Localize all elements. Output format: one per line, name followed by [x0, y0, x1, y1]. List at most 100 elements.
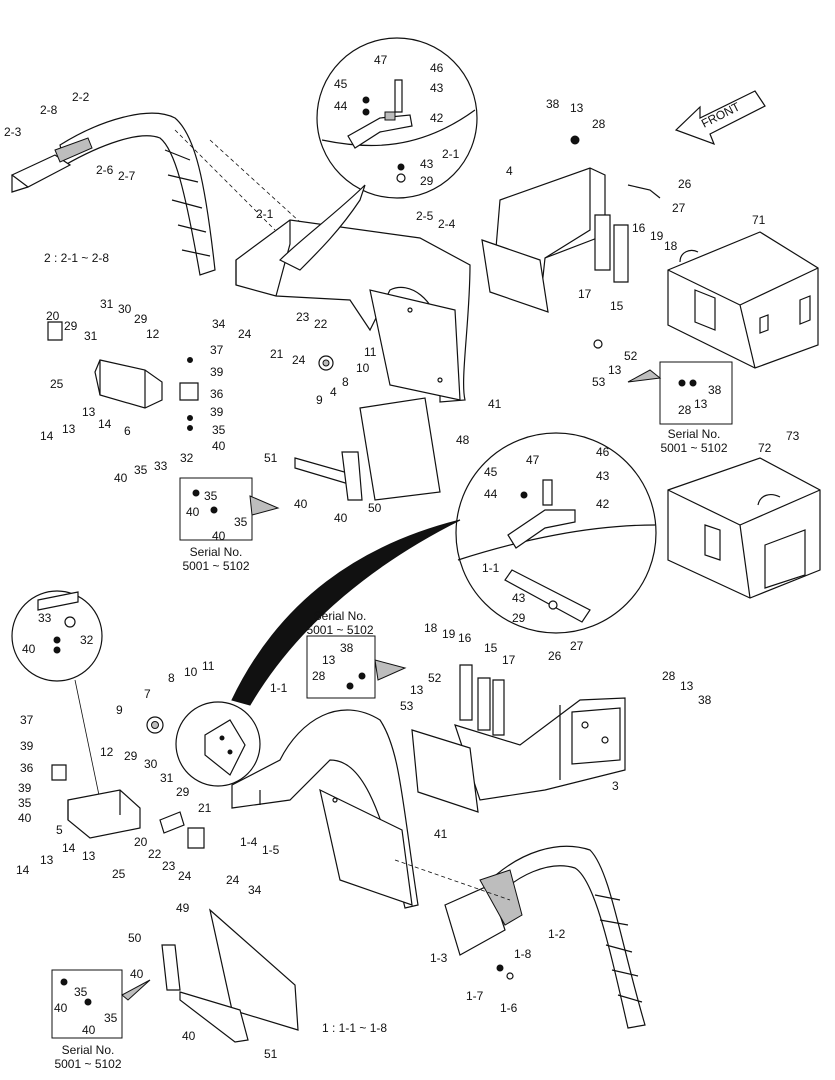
part-number-l-41: 41 — [434, 827, 448, 841]
part-number-s1-35b: 35 — [234, 515, 248, 529]
part-number-u-40d: 40 — [334, 511, 348, 525]
part-number-u-12: 12 — [146, 327, 160, 341]
part-number-l-27: 27 — [570, 639, 584, 653]
part-number-l-30: 30 — [144, 757, 158, 771]
detail-circle-middle — [455, 432, 657, 634]
serial-label-ul-1: Serial No. — [190, 545, 243, 559]
part-number-u-29b: 29 — [134, 312, 148, 326]
upper-tank-bracket — [481, 135, 661, 349]
part-number-l-1-2: 1-2 — [548, 927, 566, 941]
part-number-u-2-5: 2-5 — [416, 209, 434, 223]
detail-circle-top — [278, 37, 478, 271]
part-number-u-40a: 40 — [212, 439, 226, 453]
part-number-l-12: 12 — [100, 745, 114, 759]
part-number-l-7: 7 — [144, 687, 151, 701]
part-number-u-39a: 39 — [210, 365, 224, 379]
part-number-u-2-1b: 2-1 — [442, 147, 460, 161]
part-number-u-15: 15 — [610, 299, 624, 313]
part-number-s2-13: 13 — [322, 653, 336, 667]
serial-box-lower-left: Serial No. 5001 ~ 5102 — [51, 969, 151, 1071]
part-number-l-39a: 39 — [20, 739, 34, 753]
part-number-s3-35b: 35 — [104, 1011, 118, 1025]
part-number-l-49: 49 — [176, 901, 190, 915]
part-number-u-31b: 31 — [84, 329, 98, 343]
part-number-u-13e: 13 — [62, 422, 76, 436]
part-number-l-1-3: 1-3 — [430, 951, 448, 965]
part-number-u-6: 6 — [124, 424, 131, 438]
part-number-s2-28: 28 — [312, 669, 326, 683]
part-number-u-46: 46 — [430, 61, 444, 75]
part-number-u-14b: 14 — [40, 429, 54, 443]
part-number-c2-44: 44 — [484, 487, 498, 501]
part-number-u-24a: 24 — [238, 327, 252, 341]
part-number-l-23: 23 — [162, 859, 176, 873]
part-number-u-44: 44 — [334, 99, 348, 113]
part-number-u-72: 72 — [758, 441, 772, 455]
part-number-u-40c: 40 — [294, 497, 308, 511]
part-number-u-16: 16 — [632, 221, 646, 235]
part-number-l-29b: 29 — [176, 785, 190, 799]
part-number-u-40b: 40 — [114, 471, 128, 485]
part-number-c2-46: 46 — [596, 445, 610, 459]
part-number-u-71: 71 — [752, 213, 766, 227]
part-number-u-30: 30 — [118, 302, 132, 316]
part-number-u-23: 23 — [296, 310, 310, 324]
part-number-u-31a: 31 — [100, 297, 114, 311]
legend-upper: 2 : 2-1 ~ 2-8 — [44, 251, 109, 265]
part-number-s2-38: 38 — [340, 641, 354, 655]
part-number-l-31: 31 — [160, 771, 174, 785]
part-number-u-13d: 13 — [82, 405, 96, 419]
part-number-l-24a: 24 — [178, 869, 192, 883]
part-number-u-26: 26 — [678, 177, 692, 191]
part-number-l-37: 37 — [20, 713, 34, 727]
lower-front-fender-assembly — [231, 709, 646, 1029]
part-number-l-34: 34 — [248, 883, 262, 897]
legend-lower: 1 : 1-1 ~ 1-8 — [322, 1021, 387, 1035]
battery-box-71 — [667, 231, 819, 369]
part-number-l-21: 21 — [198, 801, 212, 815]
part-number-l-14b: 14 — [16, 863, 30, 877]
part-number-c2-1-1: 1-1 — [482, 561, 500, 575]
part-number-l-1-8: 1-8 — [514, 947, 532, 961]
part-number-c2-29: 29 — [512, 611, 526, 625]
part-number-u-51: 51 — [264, 451, 278, 465]
part-number-u-21: 21 — [270, 347, 284, 361]
part-number-l-5: 5 — [56, 823, 63, 837]
part-number-l-39b: 39 — [18, 781, 32, 795]
lower-tank-bracket — [411, 664, 626, 813]
part-number-u-38: 38 — [546, 97, 560, 111]
part-number-u-28b: 28 — [678, 403, 692, 417]
part-number-u-10: 10 — [356, 361, 370, 375]
part-number-u-35b: 35 — [134, 463, 148, 477]
part-number-l-13b: 13 — [680, 679, 694, 693]
part-number-u-43b: 43 — [420, 157, 434, 171]
part-number-u-33: 33 — [154, 459, 168, 473]
part-number-c2-43b: 43 — [512, 591, 526, 605]
part-number-l-51: 51 — [264, 1047, 278, 1061]
part-number-u-39b: 39 — [210, 405, 224, 419]
part-number-u-27: 27 — [672, 201, 686, 215]
part-number-u-53: 53 — [592, 375, 606, 389]
part-number-l-1-5: 1-5 — [262, 843, 280, 857]
part-number-s3-40b: 40 — [82, 1023, 96, 1037]
part-number-l-40c: 40 — [182, 1029, 196, 1043]
part-number-u-2-6: 2-6 — [96, 163, 114, 177]
part-number-u-4: 4 — [506, 164, 513, 178]
part-number-u-13a: 13 — [570, 101, 584, 115]
part-number-u-45: 45 — [334, 77, 348, 91]
part-number-u-24b: 24 — [292, 353, 306, 367]
part-number-u-2-2: 2-2 — [72, 90, 90, 104]
part-number-u-50: 50 — [368, 501, 382, 515]
upper-lamp-bracket — [47, 321, 199, 431]
serial-label-ul-2: 5001 ~ 5102 — [182, 559, 249, 573]
part-number-l-24b: 24 — [226, 873, 240, 887]
part-number-u-38b: 38 — [708, 383, 722, 397]
part-number-l-1-7: 1-7 — [466, 989, 484, 1003]
part-number-u-17: 17 — [578, 287, 592, 301]
part-number-u-43a: 43 — [430, 81, 444, 95]
serial-label-lm-2: 5001 ~ 5102 — [306, 623, 373, 637]
part-number-l-13a: 13 — [410, 683, 424, 697]
part-number-u-2-8: 2-8 — [40, 103, 58, 117]
